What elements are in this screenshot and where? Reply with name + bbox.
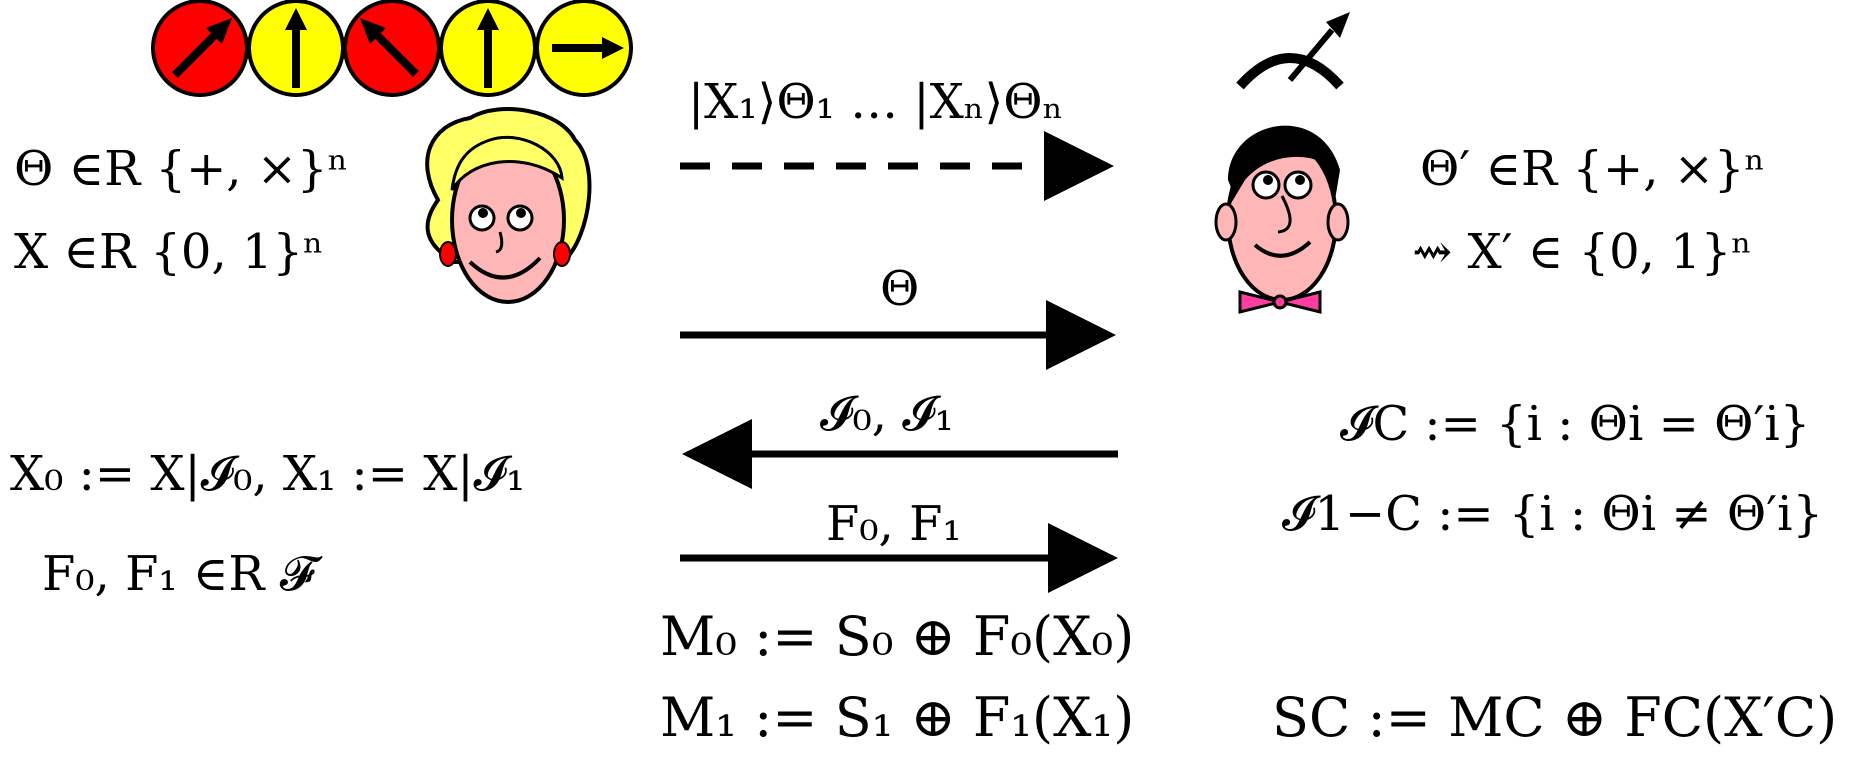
- alice-x-line: X ∈R {0, 1}ⁿ: [14, 224, 324, 280]
- alice-f-line: F₀, F₁ ∈R 𝓕: [42, 546, 324, 602]
- alice-theta-line: Θ ∈R {+, ×}ⁿ: [14, 141, 348, 197]
- alice-split-line: X₀ := X|𝓘₀, X₁ := X|𝓘₁: [10, 446, 525, 502]
- photon-1-icon: [151, 0, 249, 97]
- measurement-meter-icon: [1236, 12, 1350, 90]
- photon-5-icon: [535, 0, 633, 97]
- bob-i1c-line: 𝓘1−C := {i : Θi ≠ Θ′i}: [1282, 486, 1823, 542]
- m1-line: M₁ := S₁ ⊕ F₁(X₁): [660, 686, 1134, 749]
- bob-x-line: ⇝ X′ ∈ {0, 1}ⁿ: [1412, 224, 1752, 280]
- photon-row: [151, 0, 633, 97]
- bob-theta-line: Θ′ ∈R {+, ×}ⁿ: [1420, 141, 1765, 197]
- photon-2-icon: [247, 0, 345, 97]
- m0-line: M₀ := S₀ ⊕ F₀(X₀): [660, 605, 1134, 668]
- quantum-states-label: |X₁⟩Θ₁ … |Xₙ⟩Θₙ: [688, 74, 1063, 130]
- bob-face-icon: [1214, 125, 1350, 314]
- theta-label: Θ: [880, 261, 919, 317]
- index-sets-label: 𝓘₀, 𝓘₁: [820, 386, 954, 442]
- functions-label: F₀, F₁: [826, 496, 962, 552]
- photon-4-icon: [439, 0, 537, 97]
- photon-3-icon: [343, 0, 441, 97]
- bob-s-line: SC := MC ⊕ FC(X′C): [1272, 686, 1837, 749]
- bob-ic-line: 𝓘C := {i : Θi = Θ′i}: [1340, 396, 1810, 452]
- alice-face-icon: [425, 107, 592, 304]
